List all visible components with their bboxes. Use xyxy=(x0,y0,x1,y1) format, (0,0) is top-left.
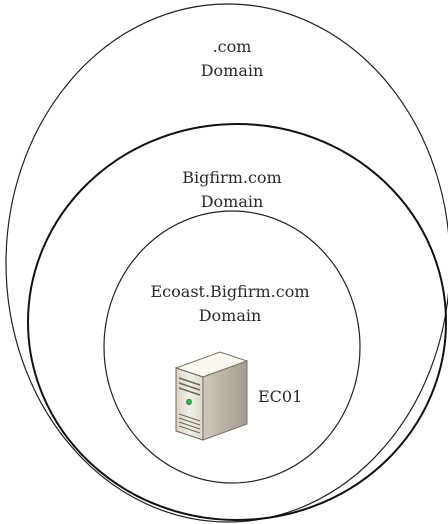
server-label: EC01 xyxy=(258,387,302,406)
ecoast-domain: Ecoast.Bigfirm.com Domain xyxy=(103,210,361,484)
bigfirm-domain-type: Domain xyxy=(201,192,264,211)
bigfirm-domain-name: Bigfirm.com xyxy=(182,168,281,187)
ecoast-domain-type: Domain xyxy=(199,306,262,325)
com-domain-ellipse xyxy=(5,3,448,523)
server-ec01: EC01 xyxy=(174,351,302,441)
ecoast-domain-ellipse xyxy=(103,210,361,484)
bigfirm-domain: Bigfirm.com Domain xyxy=(27,123,447,521)
bigfirm-domain-ellipse xyxy=(27,123,447,521)
com-domain: .com Domain xyxy=(5,3,448,523)
ecoast-domain-name: Ecoast.Bigfirm.com xyxy=(151,282,310,301)
com-domain-name: .com xyxy=(213,37,252,56)
com-domain-type: Domain xyxy=(201,61,264,80)
server-tower-icon xyxy=(174,351,249,441)
